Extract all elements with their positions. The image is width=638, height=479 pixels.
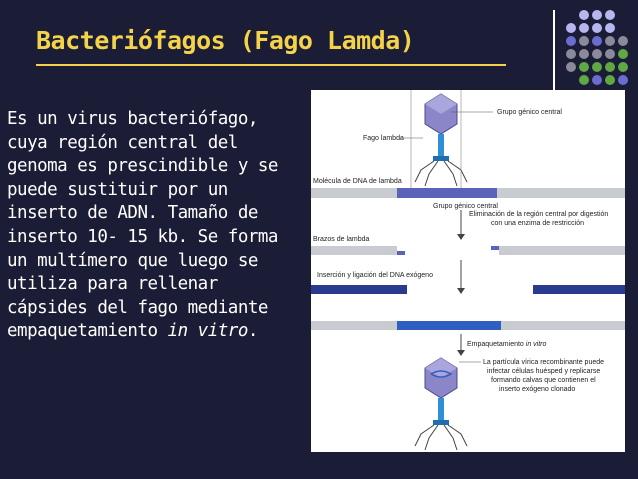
dot [592, 10, 602, 20]
sticky-end [397, 251, 405, 255]
label-empaquetamiento-text: Empaquetamiento [467, 341, 524, 348]
dot [579, 23, 589, 33]
dot [592, 23, 602, 33]
label-grupo-genico-central: Grupo génico central [433, 203, 498, 210]
lambda-cloning-diagram: Grupo génico central Fago lambda Molécul… [311, 90, 625, 451]
phage-bottom-icon [414, 357, 468, 451]
dot [592, 75, 602, 85]
insert-dna-bar [533, 285, 625, 294]
dot [579, 36, 589, 46]
dot [566, 62, 576, 72]
dot [618, 62, 628, 72]
dot [579, 75, 589, 85]
dot [579, 49, 589, 59]
decorative-vertical-rule [553, 10, 555, 90]
lambda-cloning-figure: Grupo génico central Fago lambda Molécul… [311, 90, 625, 452]
decorative-dot-grid [565, 10, 635, 90]
label-particula-2: infectar células huésped y replicarse [487, 368, 600, 375]
dot [579, 10, 589, 20]
dot [605, 62, 615, 72]
recombinant-left-arm [311, 321, 397, 330]
label-brazos: Brazos de lambda [313, 236, 370, 243]
body-text-end: . [247, 321, 259, 342]
dot [566, 23, 576, 33]
dot [605, 49, 615, 59]
arrowhead [457, 234, 465, 240]
label-eliminacion-2: con una enzima de restricción [491, 220, 584, 227]
title-underline [36, 64, 506, 66]
dot [618, 75, 628, 85]
dot [592, 62, 602, 72]
dot [579, 62, 589, 72]
label-insercion: Inserción y ligación del DNA exógeno [317, 272, 433, 279]
label-particula-1: La partícula vírica recombinante puede [483, 359, 604, 366]
slide-title: Bacteriófagos (Fago Lamda) [36, 26, 415, 55]
label-empaquetamiento: Empaquetamiento in vitro [467, 341, 547, 348]
dot [605, 10, 615, 20]
sticky-end [491, 246, 499, 250]
recombinant-insert [397, 321, 501, 330]
phage-top-icon [414, 93, 468, 187]
label-particula-4: inserto exógeno clonado [499, 386, 575, 393]
arrowhead [457, 350, 465, 356]
dot [605, 36, 615, 46]
dot [566, 49, 576, 59]
dot [605, 23, 615, 33]
body-text-italic: in vitro [167, 321, 249, 342]
lambda-right-arm [499, 246, 625, 255]
dna-central-region [397, 188, 497, 198]
label-eliminacion-1: Eliminación de la región central por dig… [469, 211, 608, 218]
label-molecula-dna: Molécula de DNA de lambda [313, 178, 402, 185]
label-grupo-genico-top: Grupo génico central [497, 109, 562, 116]
dot [592, 36, 602, 46]
arrowhead [457, 288, 465, 294]
label-particula-3: formando calvas que contienen el [491, 377, 596, 384]
dot [605, 75, 615, 85]
recombinant-right-arm [501, 321, 625, 330]
dot [618, 49, 628, 59]
body-paragraph: Es un virus bacteriófago, cuya región ce… [7, 108, 307, 344]
body-text-main: Es un virus bacteriófago, cuya región ce… [7, 109, 278, 342]
dot [566, 36, 576, 46]
dot [592, 49, 602, 59]
lambda-left-arm [311, 246, 397, 255]
insert-dna-bar [311, 285, 407, 294]
label-in-vitro: in vitro [526, 341, 547, 348]
dot [618, 36, 628, 46]
label-fago-lambda: Fago lambda [363, 135, 404, 142]
